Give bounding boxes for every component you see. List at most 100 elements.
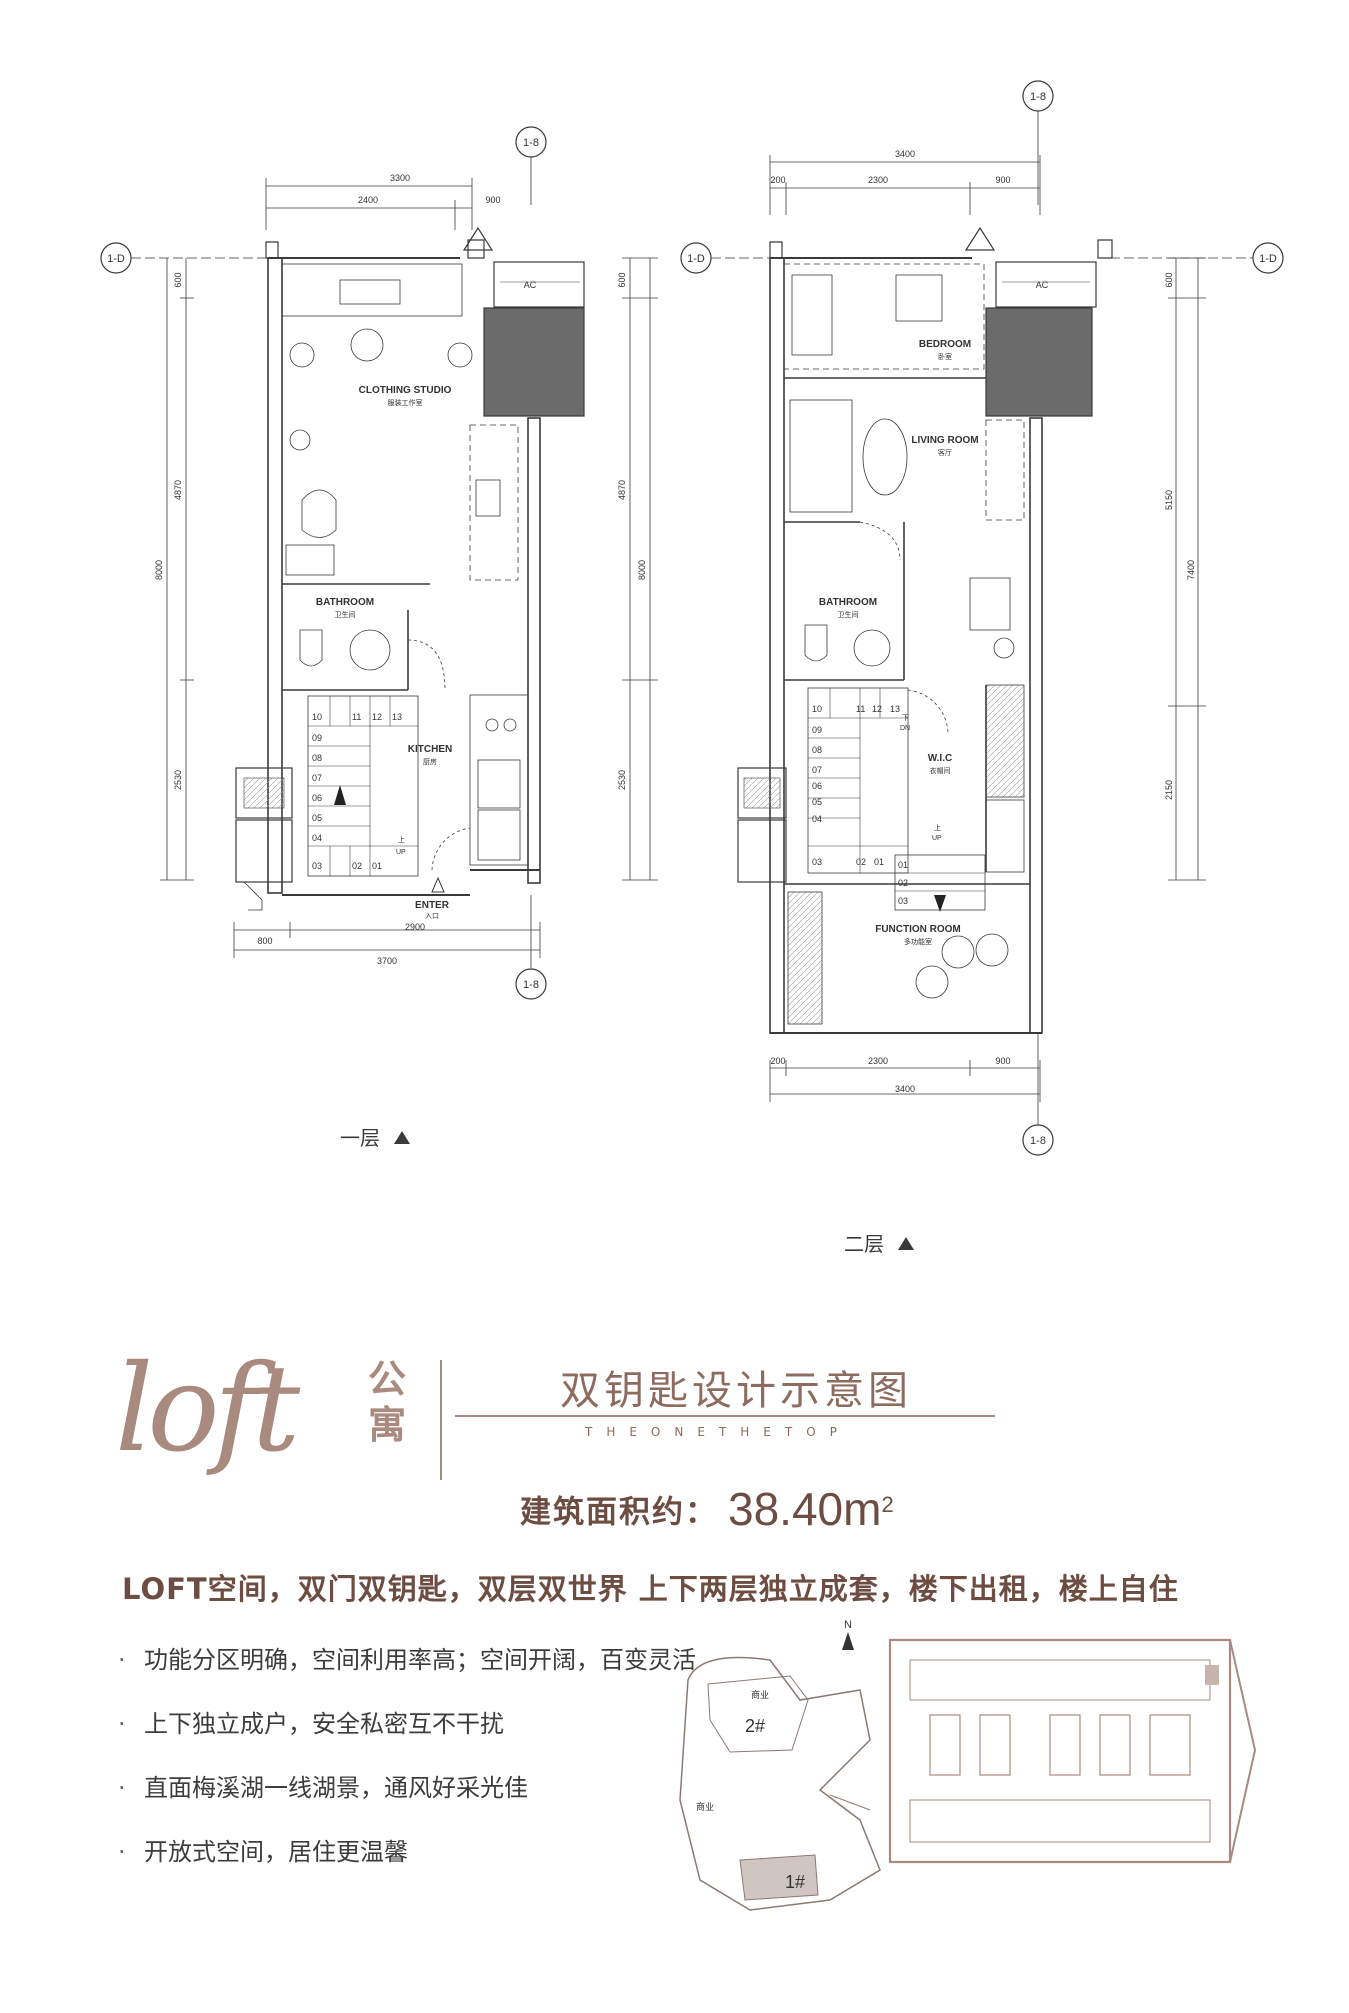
f2-stair-08: 08 [812,745,822,755]
f2-stair-lower-01: 01 [898,860,908,870]
floor2-label: 二层 [844,1228,914,1257]
f2-stair-lower-02: 02 [898,878,908,888]
f2-grid-top: 1-8 [1030,91,1046,103]
feature-text: 直面梅溪湖一线湖景，通风好采光佳 [144,1774,528,1802]
area-label: 建筑面积约： [520,1494,718,1531]
f2-room-bedroom-cn: 卧室 [938,352,952,361]
f2-dim-top-c: 900 [995,175,1010,185]
f1-dim-top-a: 2400 [358,195,378,205]
floor1-label-text: 一层 [340,1126,380,1150]
feature-text: 开放式空间，居住更温馨 [144,1838,408,1866]
area-value-text: 38.40m [728,1483,882,1535]
f2-stair-up-cn: 上 [934,823,941,832]
f1-room-clothing-cn: 服装工作室 [388,398,423,407]
floor2-shaft [985,307,1093,417]
f2-dim-bottom-a: 200 [770,1056,785,1066]
f1-dim-right-a: 600 [617,272,627,287]
tagline: LOFT空间，双门双钥匙，双层双世界 上下两层独立成套，楼下出租，楼上自住 [122,1572,1179,1606]
north-label: N [844,1619,852,1631]
loft-script-logo: loft [115,1340,300,1479]
f1-room-kitchen-en: KITCHEN [408,744,452,755]
f2-room-bedroom-en: BEDROOM [919,339,971,350]
f1-dim-bottom-a: 800 [257,936,272,946]
f2-room-function-en: FUNCTION ROOM [875,924,961,935]
site-location-map [679,1632,1257,1911]
bullet-dot-icon: · [118,1646,126,1674]
logo-cn-line2: 寓 [368,1403,407,1447]
f1-stair-09: 09 [312,733,322,743]
feature-text: 功能分区明确，空间利用率高；空间开阔，百变灵活 [144,1646,696,1674]
f1-room-bath-en: BATHROOM [316,597,374,608]
f2-stair-01: 01 [874,857,884,867]
f1-stair-13: 13 [392,712,402,722]
f2-room-living-en: LIVING ROOM [911,435,978,446]
f2-dim-right-b: 5150 [1164,490,1174,510]
f2-dim-top-total: 3400 [895,149,915,159]
f2-room-living-cn: 客厅 [938,448,952,457]
f2-room-function-cn: 多功能室 [904,937,932,946]
f1-dim-bottom-b: 2900 [405,922,425,932]
f2-room-bath-cn: 卫生间 [838,610,859,619]
triangle-up-icon [898,1237,914,1250]
f2-stair-down-cn: 下 [902,714,909,722]
f1-stair-05: 05 [312,813,322,823]
f1-room-bath-cn: 卫生间 [335,610,356,619]
unit-highlight [1205,1665,1219,1685]
triangle-up-icon [394,1131,410,1144]
f1-room-enter-en: ENTER [415,900,450,911]
f1-dim-top-b: 900 [485,195,500,205]
area-value: 38.40m2 [728,1483,894,1535]
building-2-label: 2# [745,1716,765,1736]
feature-list: ·功能分区明确，空间利用率高；空间开阔，百变灵活 ·上下独立成户，安全私密互不干… [118,1640,696,1896]
f1-stair-04: 04 [312,833,322,843]
f2-stair-06: 06 [812,781,822,791]
logo-cn-line1: 公 [368,1357,407,1401]
f1-grid-bottom: 1-8 [523,979,539,991]
f2-dim-right-total: 7400 [1186,560,1196,580]
building-area: 建筑面积约： 38.40m2 [520,1482,894,1536]
floor2-label-text: 二层 [844,1232,884,1256]
f1-ac-label: AC [524,280,537,290]
north-arrow-icon [842,1632,854,1650]
f2-room-wic-cn: 衣帽间 [930,766,951,775]
floor1-shaft [483,307,585,417]
f1-stair-up-cn: 上 [398,835,405,844]
building-1-footprint [739,1854,819,1901]
f1-grid-left: 1-D [107,253,125,265]
f1-stair-08: 08 [312,753,322,763]
f1-stair-02: 02 [352,861,362,871]
f1-stair-10: 10 [312,712,322,722]
f1-stair-up-en: UP [396,849,406,856]
f2-stair-down-en: DN [900,725,910,732]
f2-stair-07: 07 [812,765,822,775]
f2-dim-top-a: 200 [770,175,785,185]
floor2-annotations: 1-8 1-D 1-D 1-8 3400 200 2300 900 600 51… [687,91,1277,1147]
f1-dim-bottom-total: 3700 [377,956,397,966]
f1-dim-left-a: 600 [173,272,183,287]
f2-stair-11: 11 [856,704,865,714]
f2-dim-bottom-c: 900 [995,1056,1010,1066]
f1-stair-07: 07 [312,773,322,783]
commercial-label-b: 商业 [696,1801,714,1812]
f1-room-kitchen-cn: 厨房 [423,757,437,766]
f2-dim-right-a: 600 [1164,272,1174,287]
f2-room-wic-en: W.I.C [928,753,952,764]
f2-stair-04: 04 [812,814,822,824]
f2-room-bath-en: BATHROOM [819,597,877,608]
f1-stair-06: 06 [312,793,322,803]
f1-dim-right-c: 2530 [617,770,627,790]
f2-stair-03: 03 [812,857,822,867]
f1-dim-right-b: 4870 [617,480,627,500]
f1-stair-01: 01 [372,861,382,871]
f2-dim-right-c: 2150 [1164,780,1174,800]
f2-dim-top-b: 2300 [868,175,888,185]
logo-cn-text: 公 寓 [368,1356,416,1448]
f2-ac-label: AC [1036,280,1049,290]
tower-floor-plate [888,1638,1232,1864]
logo-divider [440,1360,442,1480]
f2-stair-05: 05 [812,797,822,807]
commercial-label-a: 商业 [751,1689,769,1700]
area-unit-sup: 2 [881,1491,894,1517]
title-subtitle: THEONETHETOP [585,1425,851,1439]
